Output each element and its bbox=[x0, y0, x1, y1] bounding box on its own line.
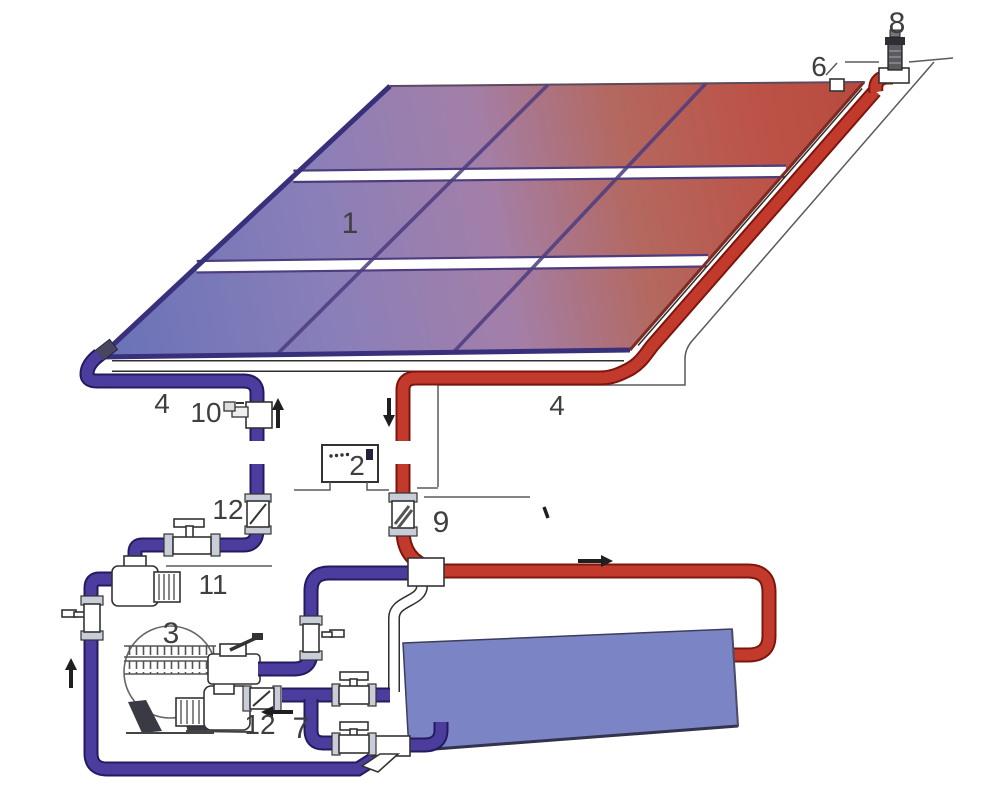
label-check-valve: 9 bbox=[433, 506, 450, 539]
label-collector-sensor: 6 bbox=[811, 51, 827, 82]
arrow-up-left-icon bbox=[65, 658, 77, 688]
label-controller: 2 bbox=[349, 450, 365, 481]
label-air-relief-valve: 8 bbox=[889, 7, 906, 40]
component-labels: 1 3 4 4 6 7 8 9 10 11 12 12 bbox=[154, 7, 905, 745]
label-hot-pipe: 4 bbox=[549, 390, 565, 421]
flow-arrows bbox=[65, 398, 613, 718]
pool-suction-pipe bbox=[388, 584, 428, 692]
arrow-down-icon bbox=[383, 398, 395, 427]
filter-pump bbox=[175, 685, 255, 733]
multiport-valve bbox=[207, 633, 263, 695]
label-solar-pump: 11 bbox=[198, 569, 227, 600]
hot-water-pipes bbox=[395, 69, 893, 663]
ball-valve-left-horizontal bbox=[163, 518, 221, 557]
arrow-left-icon bbox=[261, 706, 293, 718]
label-drain-fitting: 10 bbox=[190, 397, 221, 428]
ball-valve-upper-pool-line bbox=[331, 671, 377, 707]
label-cold-pipe: 4 bbox=[154, 388, 170, 419]
bottom-tee-fitting bbox=[360, 735, 411, 773]
label-check-valve-lower: 12 bbox=[244, 709, 275, 740]
frame-outline-lines bbox=[166, 57, 954, 567]
valve-lever-icon bbox=[229, 636, 257, 652]
ball-valve-left-vertical bbox=[61, 595, 104, 641]
arrow-up-icon bbox=[272, 398, 284, 428]
label-collector: 1 bbox=[342, 207, 359, 240]
collector-sensor bbox=[829, 78, 845, 92]
solar-pump bbox=[111, 555, 181, 607]
sensor-wires bbox=[294, 482, 550, 519]
ball-valve-riser bbox=[299, 615, 345, 661]
main-tee-fitting bbox=[407, 557, 445, 587]
label-valve-group: 7 bbox=[293, 712, 310, 745]
check-valve-pump-suction bbox=[242, 685, 282, 712]
drain-fitting bbox=[223, 401, 273, 429]
label-filter: 3 bbox=[163, 617, 180, 650]
solar-collector-panel bbox=[88, 81, 866, 367]
air-relief-valve bbox=[878, 29, 910, 84]
pool-sensor-icon bbox=[542, 506, 550, 519]
swimming-pool bbox=[402, 628, 739, 753]
label-check-valve-upper: 12 bbox=[212, 494, 243, 525]
controller-unit: 2 bbox=[321, 444, 379, 483]
ball-valve-lower-pool-line bbox=[331, 721, 377, 756]
check-valve-left-riser bbox=[244, 493, 272, 535]
check-valve-hot-riser bbox=[388, 492, 418, 537]
arrow-right-icon bbox=[578, 555, 613, 567]
